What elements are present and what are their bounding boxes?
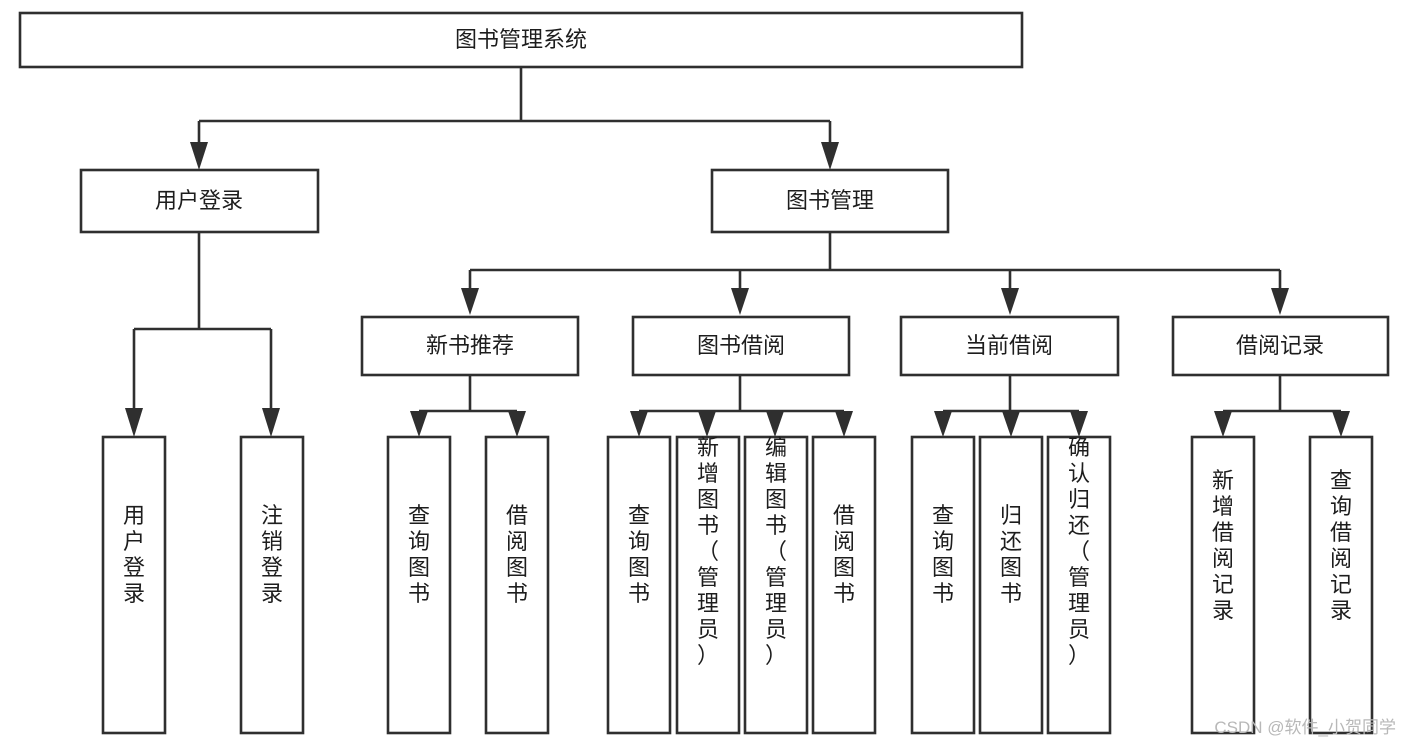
node-root-label: 图书管理系统 — [455, 27, 587, 52]
node-leaf-query-book-2-label: 查询图书 — [628, 503, 650, 606]
node-leaf-borrow-book-2-box[interactable] — [811, 435, 877, 735]
connector-layer — [125, 67, 1350, 437]
node-leaf-add-record[interactable]: 新增借阅记录 — [1190, 435, 1256, 735]
node-leaf-add-book-box[interactable] — [675, 435, 741, 735]
node-leaf-logout-login[interactable]: 注销登录 — [239, 435, 305, 735]
node-leaf-query-book-1-box[interactable] — [386, 435, 452, 735]
node-book-manage[interactable]: 图书管理 — [710, 168, 950, 234]
node-root[interactable]: 图书管理系统 — [18, 11, 1024, 69]
node-user-login-label: 用户登录 — [155, 188, 243, 213]
arrowhead-leaf-confirm-return — [1070, 411, 1088, 437]
arrowhead-book-borrow — [731, 288, 749, 315]
node-leaf-confirm-return[interactable]: 确认归还（管理员） — [1046, 435, 1112, 735]
arrowhead-leaf-add-record — [1214, 411, 1232, 437]
node-user-login-box[interactable] — [79, 168, 320, 234]
arrowhead-new-book-rec — [461, 288, 479, 315]
node-leaf-edit-book[interactable]: 编辑图书（管理员） — [743, 435, 809, 735]
arrowhead-leaf-query-book-3 — [934, 411, 952, 437]
node-leaf-add-book[interactable]: 新增图书（管理员） — [675, 435, 741, 735]
node-book-manage-label: 图书管理 — [786, 188, 874, 213]
node-borrow-record[interactable]: 借阅记录 — [1171, 315, 1390, 377]
node-leaf-borrow-book-2[interactable]: 借阅图书 — [811, 435, 877, 735]
node-current-borrow-box[interactable] — [899, 315, 1120, 377]
node-user-login[interactable]: 用户登录 — [79, 168, 320, 234]
node-leaf-query-book-1[interactable]: 查询图书 — [386, 435, 452, 735]
node-leaf-query-book-3[interactable]: 查询图书 — [910, 435, 976, 735]
node-leaf-add-record-box[interactable] — [1190, 435, 1256, 735]
node-leaf-confirm-return-label: 确认归还（管理员） — [1068, 435, 1090, 668]
node-leaf-query-book-3-label: 查询图书 — [932, 503, 954, 606]
node-leaf-user-login-box[interactable] — [101, 435, 167, 735]
node-current-borrow[interactable]: 当前借阅 — [899, 315, 1120, 377]
node-new-book-rec-box[interactable] — [360, 315, 580, 377]
arrowhead-borrow-record — [1271, 288, 1289, 315]
node-leaf-return-book-box[interactable] — [978, 435, 1044, 735]
arrowhead-leaf-borrow-book-2 — [835, 411, 853, 437]
node-leaf-add-record-label: 新增借阅记录 — [1212, 468, 1234, 623]
node-leaf-query-book-1-label: 查询图书 — [408, 503, 430, 606]
node-leaf-query-book-2[interactable]: 查询图书 — [606, 435, 672, 735]
node-leaf-query-book-3-box[interactable] — [910, 435, 976, 735]
node-leaf-user-login-label: 用户登录 — [123, 503, 145, 606]
node-leaf-edit-book-label: 编辑图书（管理员） — [765, 435, 787, 668]
arrowhead-leaf-logout-login — [262, 408, 280, 437]
arrowhead-leaf-borrow-book-1 — [508, 411, 526, 437]
node-leaf-borrow-book-1-label: 借阅图书 — [506, 503, 528, 606]
node-leaf-logout-login-box[interactable] — [239, 435, 305, 735]
node-new-book-rec-label: 新书推荐 — [426, 333, 514, 358]
node-book-borrow-label: 图书借阅 — [697, 333, 785, 358]
arrowhead-leaf-edit-book — [766, 411, 784, 437]
node-leaf-borrow-book-1-box[interactable] — [484, 435, 550, 735]
node-book-manage-box[interactable] — [710, 168, 950, 234]
node-leaf-logout-login-label: 注销登录 — [261, 503, 283, 606]
arrowhead-leaf-query-record — [1332, 411, 1350, 437]
arrowhead-leaf-add-book — [698, 411, 716, 437]
node-leaf-return-book[interactable]: 归还图书 — [978, 435, 1044, 735]
arrowhead-leaf-query-book-2 — [630, 411, 648, 437]
node-leaf-query-record-label: 查询借阅记录 — [1330, 468, 1352, 623]
csdn-watermark: CSDN @软件_小贺同学 — [1214, 718, 1396, 737]
node-new-book-rec[interactable]: 新书推荐 — [360, 315, 580, 377]
node-leaf-add-book-label: 新增图书（管理员） — [697, 435, 719, 668]
node-leaf-return-book-label: 归还图书 — [1000, 503, 1022, 606]
arrowhead-current-borrow — [1001, 288, 1019, 315]
node-leaf-user-login[interactable]: 用户登录 — [101, 435, 167, 735]
node-leaf-query-record[interactable]: 查询借阅记录 — [1308, 435, 1374, 735]
arrowhead-leaf-user-login — [125, 408, 143, 437]
node-leaf-edit-book-box[interactable] — [743, 435, 809, 735]
node-borrow-record-label: 借阅记录 — [1236, 333, 1324, 358]
node-book-borrow-box[interactable] — [631, 315, 851, 377]
node-leaf-borrow-book-2-label: 借阅图书 — [833, 503, 855, 606]
node-leaf-query-record-box[interactable] — [1308, 435, 1374, 735]
node-current-borrow-label: 当前借阅 — [965, 333, 1053, 358]
arrowhead-book-manage — [821, 142, 839, 170]
arrowhead-user-login — [190, 142, 208, 170]
arrowhead-leaf-return-book — [1002, 411, 1020, 437]
node-book-borrow[interactable]: 图书借阅 — [631, 315, 851, 377]
node-leaf-borrow-book-1[interactable]: 借阅图书 — [484, 435, 550, 735]
node-leaf-confirm-return-box[interactable] — [1046, 435, 1112, 735]
node-borrow-record-box[interactable] — [1171, 315, 1390, 377]
node-leaf-query-book-2-box[interactable] — [606, 435, 672, 735]
node-root-box[interactable] — [18, 11, 1024, 69]
arrowhead-leaf-query-book-1 — [410, 411, 428, 437]
